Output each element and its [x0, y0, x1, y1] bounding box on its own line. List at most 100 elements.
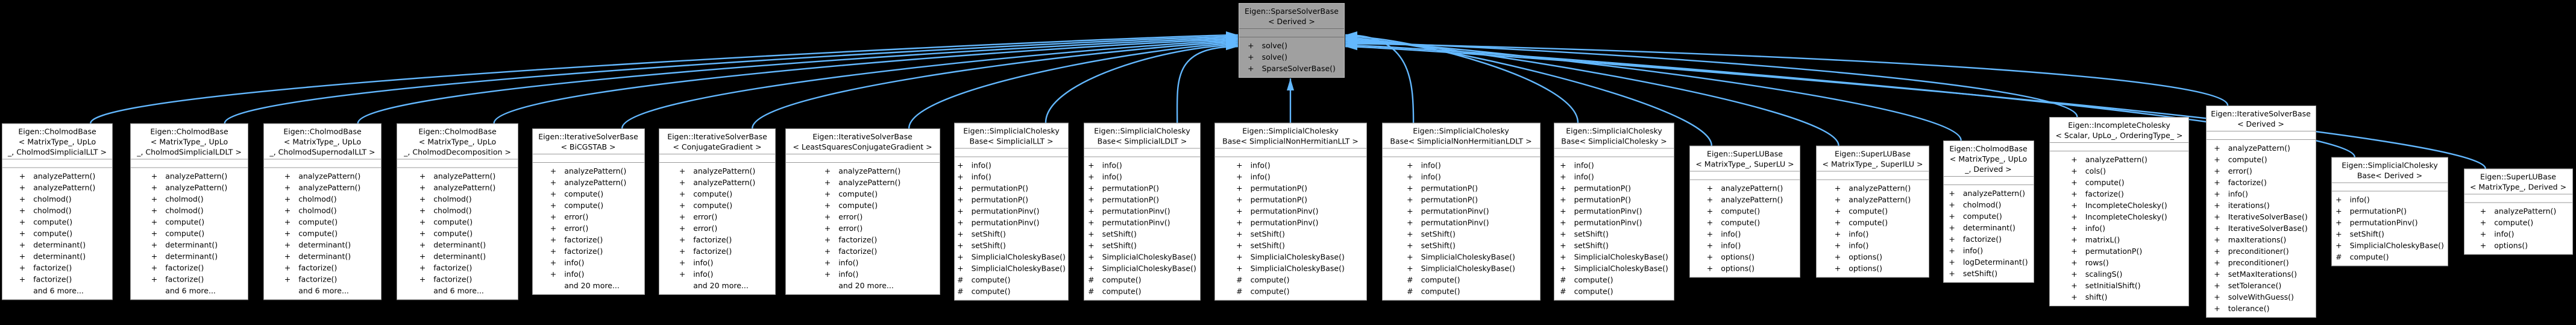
member-visibility: +	[957, 206, 964, 216]
class-title-line: < BiCGSTAB >	[561, 142, 616, 151]
member-visibility: +	[1236, 160, 1243, 170]
class-member-row: +analyzePattern()	[151, 182, 228, 194]
member-visibility: +	[2071, 235, 2078, 244]
member-name: info()	[1250, 160, 1271, 170]
member-name: determinant()	[298, 251, 351, 261]
class-attributes-section	[2050, 143, 2188, 151]
class-node-cholmod_derived[interactable]: Eigen::CholmodBase< MatrixType_, UpLo_, …	[1943, 140, 2034, 283]
class-node-iter_derived[interactable]: Eigen::IterativeSolverBase< Derived >+an…	[2205, 106, 2316, 318]
member-visibility: +	[1236, 263, 1243, 273]
class-member-row: +SimplicialCholeskyBase()	[1088, 251, 1196, 263]
member-name: setShift()	[1102, 229, 1137, 239]
class-methods-section: +analyzePattern()+cholmod()+compute()+de…	[1946, 188, 2030, 279]
class-title-line: Eigen::CholmodBase	[1949, 144, 2028, 153]
class-member-row: +error()	[825, 211, 901, 222]
member-name: factorize()	[2085, 189, 2124, 198]
member-visibility: +	[679, 201, 686, 210]
class-member-row: +info()	[550, 257, 627, 268]
class-member-row: +analyzePattern()	[1707, 194, 1783, 206]
inheritance-arrow	[1045, 41, 1239, 123]
class-title-line: < ConjugateGradient >	[673, 142, 762, 151]
member-visibility: +	[824, 247, 831, 256]
member-visibility: +	[1236, 183, 1243, 193]
member-visibility: +	[1949, 223, 1955, 232]
class-node-cholmod_simplicial_llt[interactable]: Eigen::CholmodBase< MatrixType_, UpLo_, …	[2, 123, 113, 300]
class-member-row: +permutationP()	[1560, 194, 1668, 206]
member-name: determinant()	[433, 251, 486, 261]
member-visibility: +	[1236, 218, 1243, 227]
class-node-iter_lscg[interactable]: Eigen::IterativeSolverBase< LeastSquares…	[785, 128, 940, 295]
member-name: permutationP()	[1102, 183, 1160, 193]
class-node-cholmod_supernodal_llt[interactable]: Eigen::CholmodBase< MatrixType_, UpLo_, …	[263, 123, 382, 300]
member-name: analyzePattern()	[433, 183, 496, 192]
member-visibility: +	[2214, 189, 2220, 198]
member-visibility: +	[2214, 166, 2220, 175]
member-name: permutationPinv()	[1250, 218, 1319, 227]
class-title: Eigen::IterativeSolverBase< BiCGSTAB >	[532, 129, 644, 154]
member-name: permutationPinv()	[1102, 206, 1170, 216]
member-visibility: +	[824, 189, 831, 198]
member-visibility: +	[284, 171, 291, 181]
member-visibility: +	[19, 251, 26, 261]
member-visibility: +	[1706, 183, 1714, 193]
member-visibility: +	[1088, 195, 1095, 204]
member-visibility: +	[419, 206, 426, 215]
class-node-iter_cg[interactable]: Eigen::IterativeSolverBase< ConjugateGra…	[659, 128, 776, 295]
class-node-cholmod_decomposition[interactable]: Eigen::CholmodBase< MatrixType_, UpLo_, …	[397, 123, 518, 300]
class-node-cholmod_simplicial_ldlt[interactable]: Eigen::CholmodBase< MatrixType_, UpLo_, …	[130, 123, 248, 300]
member-name: setShift()	[1421, 229, 1456, 239]
class-member-row: +permutationP()	[1236, 194, 1345, 206]
class-methods-section: +analyzePattern()+analyzePattern()+cholm…	[417, 171, 498, 297]
member-visibility: +	[824, 178, 831, 187]
class-member-row: #compute()	[957, 274, 1066, 286]
member-name: compute()	[33, 217, 73, 227]
member-name: info()	[1849, 241, 1869, 250]
class-title: Eigen::CholmodBase< MatrixType_, UpLo_, …	[2, 124, 112, 160]
member-visibility: +	[1088, 183, 1095, 193]
member-name: cholmod()	[433, 206, 472, 215]
class-title-line: _, CholmodSimplicialLDLT >	[137, 147, 242, 157]
member-visibility: +	[2336, 241, 2342, 250]
member-name: permutationP()	[1574, 195, 1632, 204]
member-name: SimplicialCholeskyBase()	[1574, 252, 1668, 262]
class-node-superlu_superilu[interactable]: Eigen::SuperLUBase< MatrixType_, SuperIL…	[1816, 145, 1929, 278]
class-node-incomplete_cholesky[interactable]: Eigen::IncompleteCholesky< Scalar, UpLo_…	[2049, 117, 2189, 306]
member-name: error()	[693, 224, 718, 233]
class-member-row: #compute()	[1236, 274, 1345, 286]
class-attributes-section	[785, 154, 940, 163]
class-node-iter_bicgstab[interactable]: Eigen::IterativeSolverBase< BiCGSTAB >+a…	[532, 128, 645, 295]
member-name: analyzePattern()	[693, 178, 756, 187]
member-name: SimplicialCholeskyBase()	[1102, 252, 1196, 262]
member-name: analyzePattern()	[1721, 183, 1783, 193]
class-member-row: +permutationPinv()	[1407, 217, 1515, 229]
class-member-row: +factorize()	[19, 274, 96, 285]
member-name: SimplicialCholeskyBase()	[1102, 263, 1196, 273]
class-title: Eigen::CholmodBase< MatrixType_, UpLo_, …	[1943, 141, 2034, 177]
member-name: determinant()	[165, 240, 218, 250]
class-member-row: +SimplicialCholeskyBase()	[1560, 251, 1668, 263]
member-visibility: +	[2480, 241, 2487, 250]
member-name: permutationP()	[2349, 206, 2407, 216]
class-node-superlu_superlu[interactable]: Eigen::SuperLUBase< MatrixType_, SuperLU…	[1689, 145, 1800, 278]
member-visibility: +	[550, 212, 557, 221]
member-visibility: +	[1949, 212, 1955, 221]
member-visibility: +	[1407, 183, 1413, 193]
class-member-row: #compute()	[957, 286, 1066, 297]
class-node-superlu_derived[interactable]: Eigen::SuperLUBase< MatrixType_, Derived…	[2463, 168, 2573, 255]
class-member-row: +setShift()	[957, 240, 1066, 251]
class-attributes-section	[1084, 149, 1200, 157]
member-visibility: +	[2214, 178, 2220, 187]
class-title: Eigen::IncompleteCholesky< Scalar, UpLo_…	[2050, 118, 2188, 143]
member-visibility: +	[1834, 229, 1841, 239]
class-member-row: +compute()	[1707, 217, 1783, 229]
class-attributes-section	[1943, 177, 2034, 185]
member-name: factorize()	[838, 247, 878, 256]
member-name: SimplicialCholeskyBase()	[971, 252, 1066, 262]
